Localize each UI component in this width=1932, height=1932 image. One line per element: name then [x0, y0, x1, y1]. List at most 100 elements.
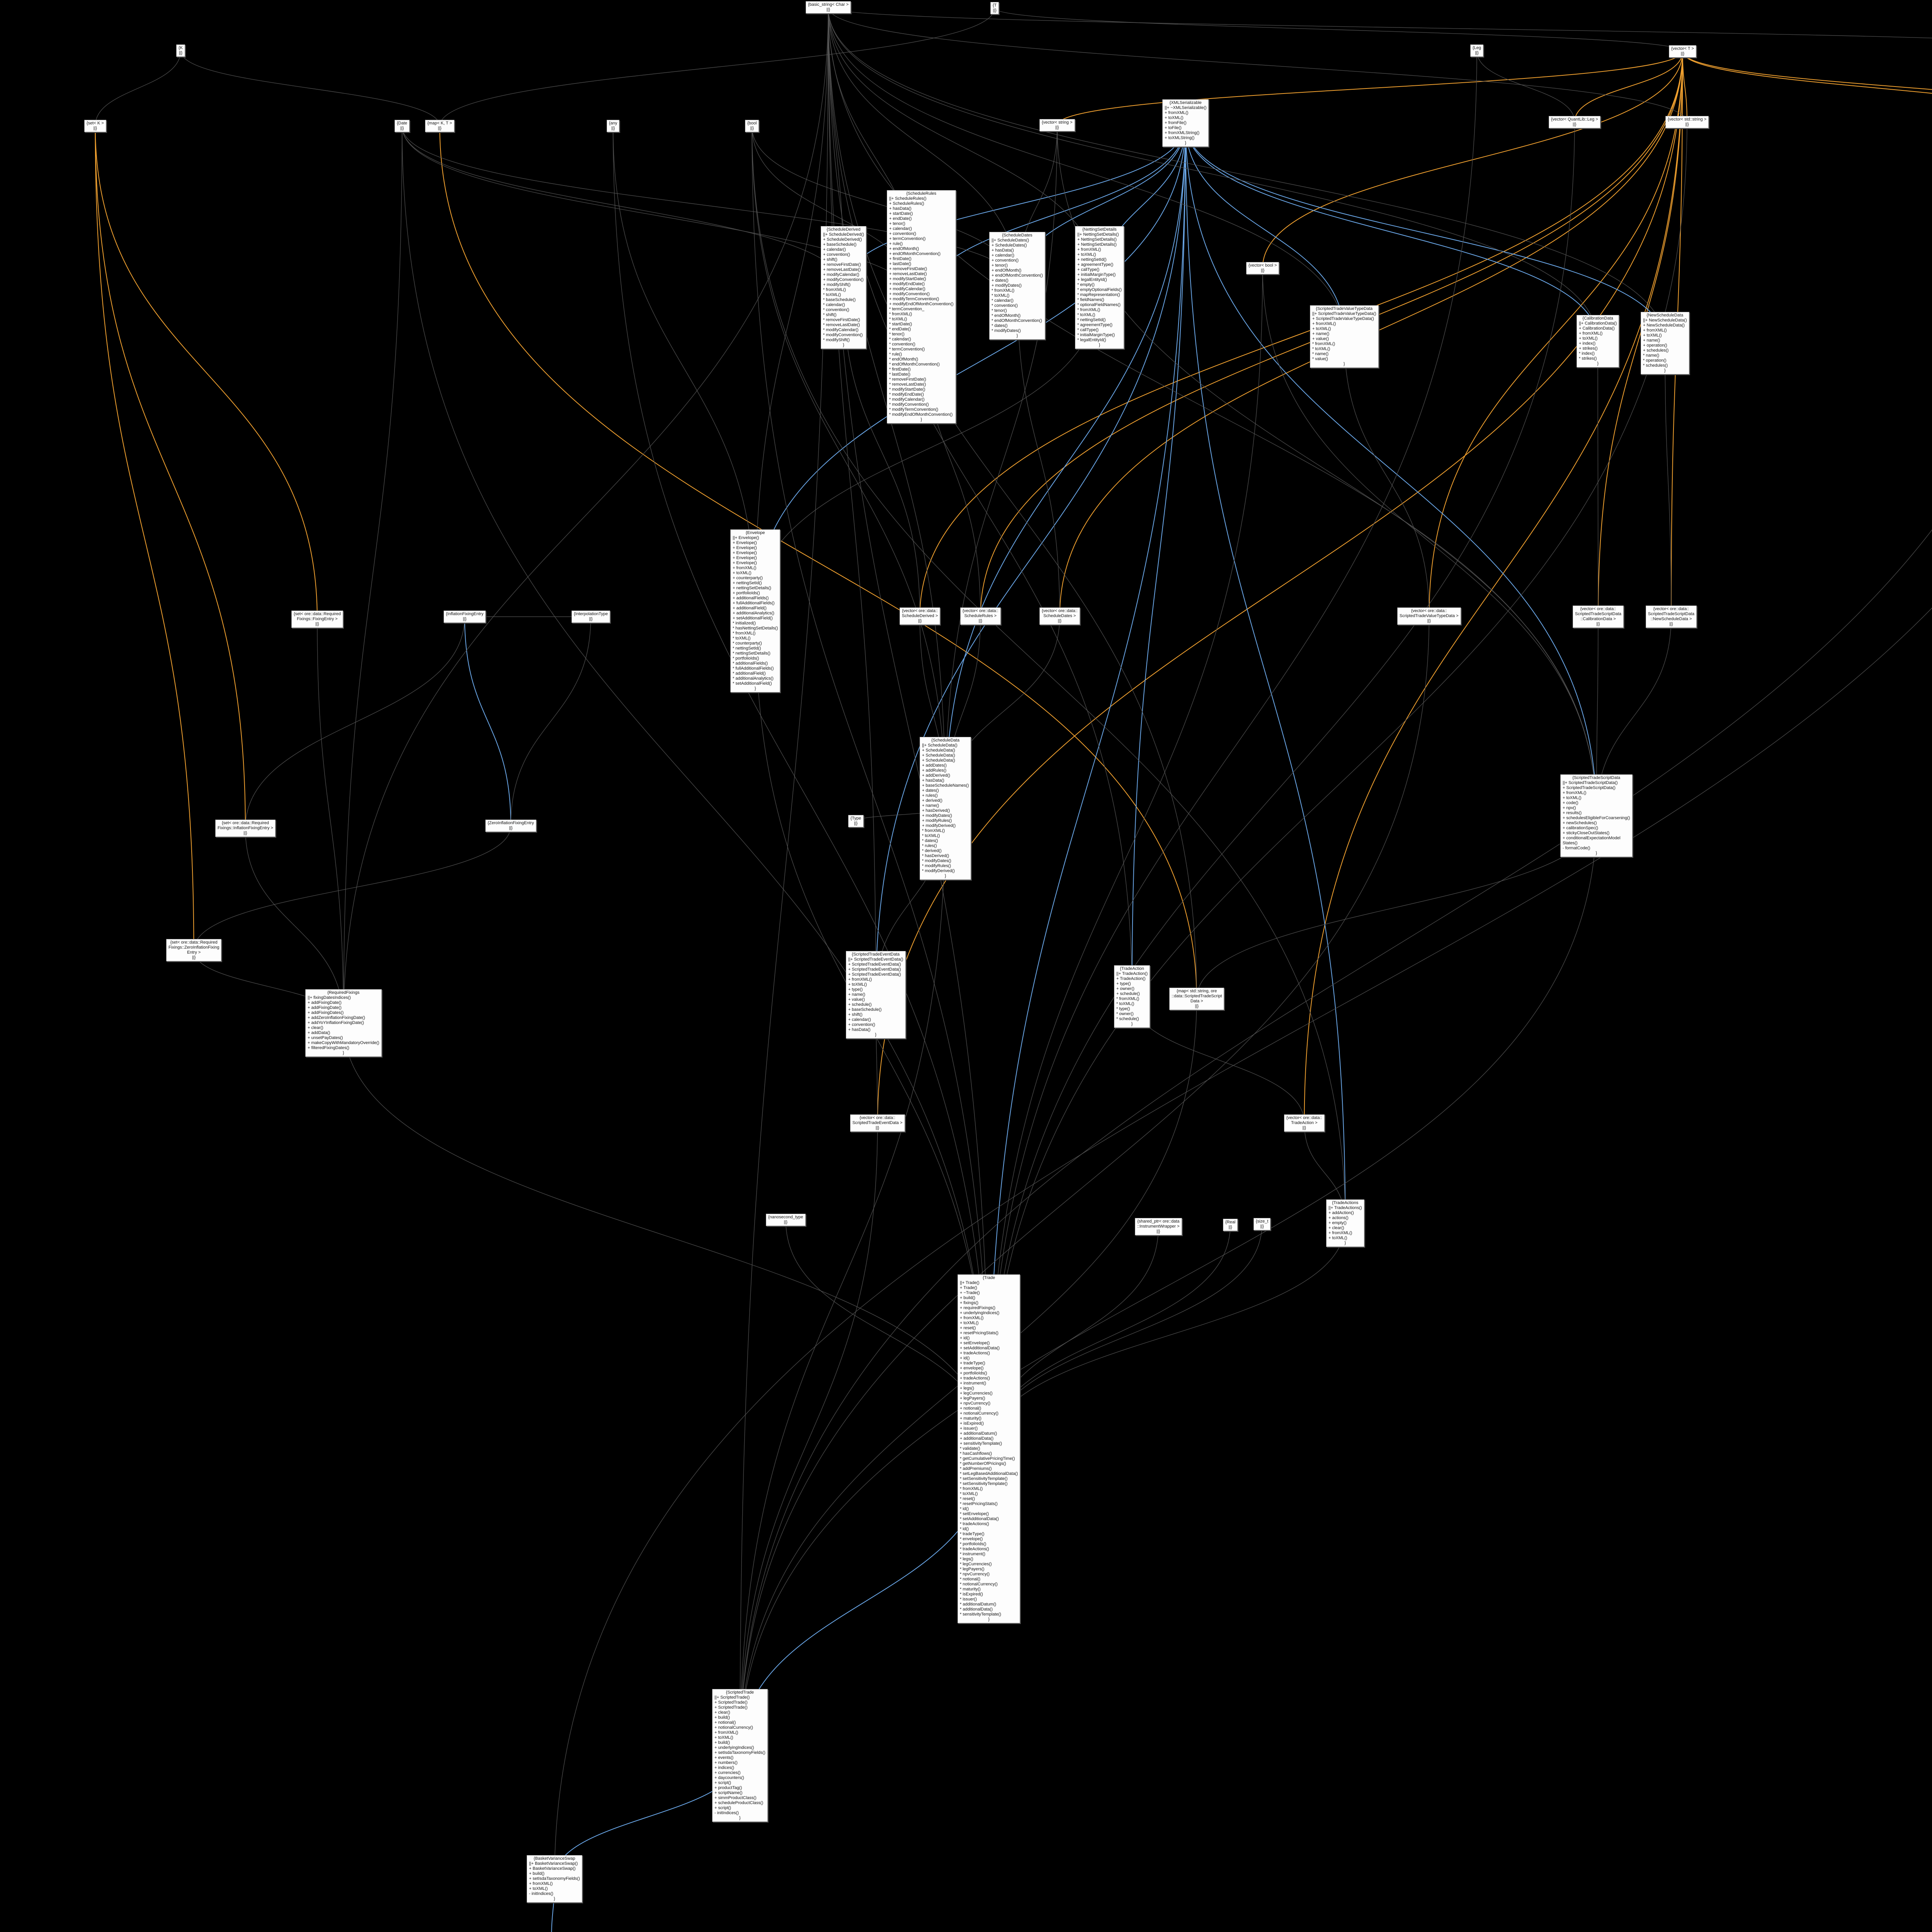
graph-node-any[interactable]: {any||}	[607, 120, 620, 132]
node-line: {ScriptedTradeEventData	[852, 952, 900, 957]
node-line: + hasData()	[992, 248, 1014, 253]
node-line: + ~Trade()	[960, 1291, 980, 1295]
graph-node-xmlserializable[interactable]: {XMLSerializable||+ ~XMLSerializable()+ …	[1162, 99, 1209, 147]
graph-node-size_t[interactable]: {size_t||}	[1253, 1218, 1271, 1230]
node-line: + modifyDates()	[922, 813, 952, 818]
node-line: + removeFirstDate()	[823, 262, 861, 267]
node-line: * getCumulativePricingTime()	[960, 1456, 1015, 1461]
graph-node-map_scriptdata[interactable]: {map< std::string, ore::data::ScriptedTr…	[1169, 988, 1225, 1010]
node-line: + fromXMLString()	[1165, 131, 1200, 135]
graph-node-schedulerules[interactable]: {ScheduleRules||+ ScheduleRules()+ Sched…	[887, 190, 956, 423]
node-line: + endOfMonth()	[889, 247, 919, 251]
graph-node-scheduledates[interactable]: {ScheduleDates||+ ScheduleDates()+ Sched…	[989, 232, 1045, 340]
node-line: ||}	[1302, 1126, 1306, 1130]
node-line: + modifyCalendar()	[823, 272, 859, 277]
edge-vec_calibdata-to-vector_t	[1598, 51, 1686, 617]
graph-node-zeroinflationfixingentry[interactable]: {ZeroInflationFixingEntry||}	[485, 820, 536, 832]
graph-node-vector_bool[interactable]: {vector< bool >||}	[1246, 262, 1279, 274]
node-line: * legs()	[960, 1557, 973, 1561]
graph-node-interpolationtype[interactable]: {InterpolationType||}	[571, 611, 611, 623]
graph-node-inflationfixingentry[interactable]: {InflationFixingEntry||}	[444, 611, 486, 623]
graph-node-scheduledata[interactable]: {ScheduleData||+ ScheduleData()+ Schedul…	[920, 737, 971, 880]
graph-node-bool[interactable]: {bool||}	[745, 120, 759, 132]
node-line: + stickyCloseOutStates()	[1563, 831, 1610, 835]
node-line: + notionalCurrency()	[714, 1725, 753, 1730]
graph-node-type[interactable]: {Type||}	[848, 815, 864, 827]
graph-node-vector_t[interactable]: {vector< T >||}	[1669, 45, 1696, 58]
node-line: ||}	[509, 826, 513, 830]
graph-node-set_k[interactable]: {set< K >||}	[84, 120, 106, 132]
node-line: * issuer()	[960, 1597, 977, 1602]
graph-node-vec_schedulederived[interactable]: {vector< ore::data::ScheduleDerived >||}	[900, 607, 940, 625]
node-line: * fromXML()	[1077, 308, 1100, 312]
edge-leg-to-vector_ql_leg	[1476, 50, 1575, 122]
graph-node-nettingsetdetails[interactable]: {NettingSetDetails||+ NettingSetDetails(…	[1075, 226, 1124, 349]
node-line: * tenor()	[889, 332, 905, 337]
node-line: + nettingSetDetails()	[733, 586, 771, 590]
edge-basic_string_char-to-newscheduledata	[828, 7, 1665, 343]
graph-node-map_kt[interactable]: {map< K, T >||}	[425, 120, 454, 132]
graph-node-newscheduledata[interactable]: {NewScheduleData||+ NewScheduleData()+ N…	[1641, 312, 1689, 374]
graph-node-vec_tradeaction[interactable]: {vector< ore::data::TradeAction >||}	[1284, 1114, 1325, 1132]
graph-node-vector_string[interactable]: {vector< string >||}	[1039, 119, 1075, 131]
graph-node-vec_newsched[interactable]: {vector< ore::data::ScriptedTradeScriptD…	[1646, 605, 1697, 628]
node-line: + modifyShift()	[823, 282, 851, 287]
graph-node-shared_ptr_iw[interactable]: {shared_ptr< ore::data::InstrumentWrappe…	[1135, 1218, 1182, 1235]
graph-node-basic_string_char[interactable]: {basic_string< Char >||}	[806, 1, 851, 14]
node-line: + Envelope()	[733, 561, 757, 565]
node-line: * tradeType()	[960, 1532, 985, 1536]
node-line: {vector< string >	[1042, 120, 1073, 125]
graph-node-vec_stvtd[interactable]: {vector< ore::data::ScriptedTradeValueTy…	[1397, 607, 1461, 625]
graph-node-calibrationdata[interactable]: {CalibrationData||+ CalibrationData()+ C…	[1577, 315, 1619, 367]
graph-node-vector_ql_leg[interactable]: {vector< QuantLib::Leg >||}	[1549, 116, 1600, 128]
graph-node-k[interactable]: {K||}	[176, 44, 185, 57]
graph-node-requiredfixings[interactable]: {RequiredFixings||+ fixingDatesIndices()…	[305, 989, 382, 1057]
node-line: + removeLastDate()	[823, 267, 861, 272]
graph-node-scriptedtrade[interactable]: {ScriptedTrade||+ ScriptedTrade()+ Scrip…	[712, 1689, 768, 1822]
node-line: + fromXML()	[529, 1881, 553, 1886]
graph-node-vec_schedulerules[interactable]: {vector< ore::data::ScheduleRules >||}	[960, 607, 1001, 625]
graph-node-t[interactable]: {T||}	[990, 2, 999, 14]
graph-node-tradeactions[interactable]: {TradeActions||+ TradeActions()+ addActi…	[1326, 1199, 1364, 1247]
graph-node-scriptedtradescriptdata[interactable]: {ScriptedTradeScriptData||+ ScriptedTrad…	[1560, 774, 1633, 857]
graph-node-vec_calibdata[interactable]: {vector< ore::data::ScriptedTradeScriptD…	[1573, 605, 1624, 628]
graph-node-leg[interactable]: {Leg||}	[1470, 44, 1484, 57]
node-line: }	[1016, 333, 1018, 338]
graph-node-tradeaction[interactable]: {TradeAction||+ TradeAction()+ TradeActi…	[1114, 965, 1150, 1028]
graph-node-schedulederived[interactable]: {ScheduleDerived||+ ScheduleDerived()+ S…	[821, 226, 867, 349]
graph-node-envelope[interactable]: {Envelope||+ Envelope()+ Envelope()+ Env…	[730, 529, 781, 692]
node-line: {map< std::string, ore	[1177, 989, 1217, 993]
edge-trade-to-xmlserializable	[988, 123, 1185, 1449]
node-line: ||}	[978, 619, 983, 623]
node-line: ScriptedTradeEventData >	[852, 1121, 903, 1125]
node-line: + calibrationSpec()	[1563, 826, 1599, 830]
node-line: {vector< T >	[1671, 46, 1694, 51]
node-line: + fullAdditionalFields()	[733, 601, 775, 605]
edge-vector_sp_underlying-to-basketvarianceswap	[554, 607, 1932, 1879]
graph-node-scriptedtradevaluetypedata[interactable]: {ScriptedTradeValueTypeData||+ ScriptedT…	[1310, 305, 1379, 368]
node-line: * removeFirstDate()	[889, 377, 926, 382]
node-line: ||+ TradeActions()	[1328, 1206, 1362, 1210]
graph-node-scriptedtradeeventdata[interactable]: {ScriptedTradeEventData||+ ScriptedTrade…	[846, 951, 906, 1039]
node-line: + hasData()	[889, 206, 912, 211]
graph-node-trade[interactable]: {Trade||+ Trade()+ Trade()+ ~Trade()+ bu…	[957, 1274, 1020, 1623]
graph-node-date[interactable]: {Date||}	[395, 120, 410, 132]
graph-node-real[interactable]: {Real||}	[1223, 1219, 1238, 1231]
edge-scheduledata-to-scriptedtrade	[740, 808, 946, 1755]
graph-node-vector_std_string[interactable]: {vector< std::string >||}	[1665, 116, 1709, 128]
graph-node-basketvarianceswap[interactable]: {BasketVarianceSwap||+ BasketVarianceSwa…	[527, 1855, 582, 1903]
node-line: * toXML()	[1116, 1002, 1134, 1006]
graph-node-vec_sted[interactable]: {vector< ore::data::ScriptedTradeEventDa…	[850, 1114, 905, 1132]
node-line: + name()	[922, 803, 939, 808]
node-line: {vector< ore::data::	[859, 1116, 896, 1120]
graph-node-nanosecond_type[interactable]: {nanosecond_type||}	[766, 1214, 806, 1226]
edge-newscheduledata-to-xmlserializable	[1185, 123, 1665, 344]
edge-vec_stvtd-to-scriptedtrade	[740, 616, 1430, 1756]
edge-set_inflationfixingentry-to-requiredfixings	[245, 828, 344, 1023]
node-line: * modifyConvention()	[889, 402, 929, 407]
graph-node-vec_scheduledates[interactable]: {vector< ore::data::ScheduleDates >||}	[1039, 607, 1080, 625]
node-line: * additionalFields()	[733, 661, 768, 666]
